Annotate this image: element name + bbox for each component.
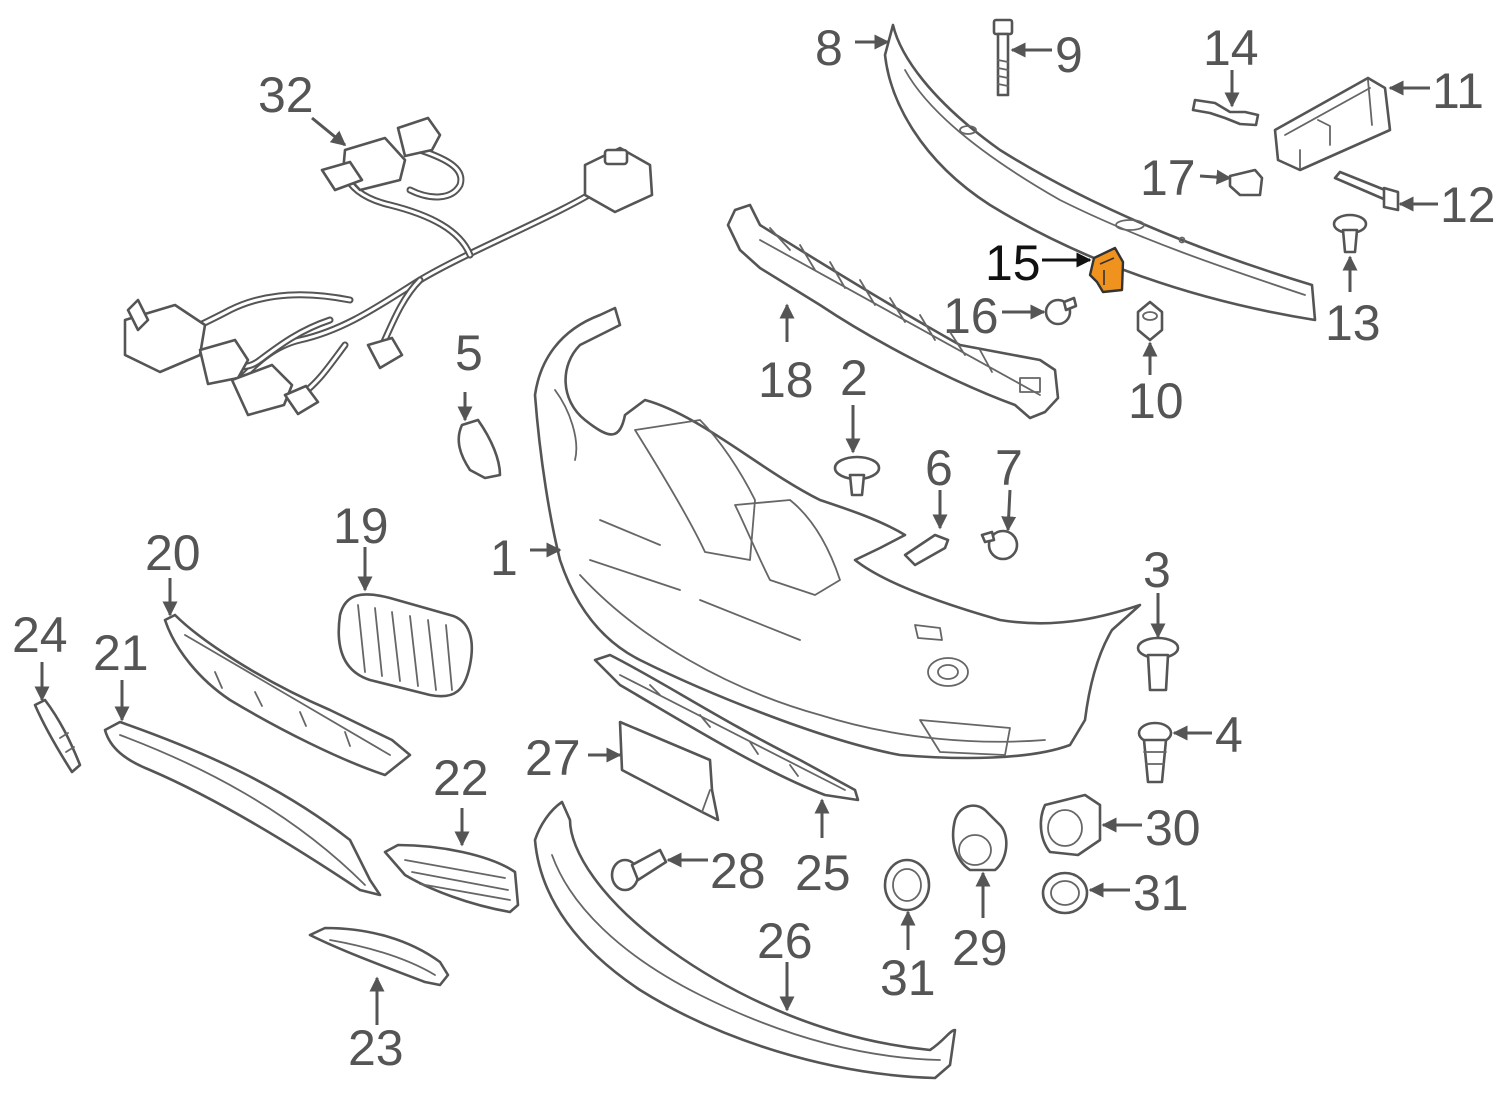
bumper-cover-part	[533, 306, 1142, 760]
callout-23: 23	[348, 1020, 404, 1076]
callout-3: 3	[1143, 542, 1171, 598]
callout-13: 13	[1325, 295, 1381, 351]
callout-11: 11	[1432, 63, 1484, 119]
bumper-carrier-part	[883, 23, 1317, 322]
callout-22: 22	[433, 750, 489, 806]
callout-2: 2	[840, 350, 868, 406]
energy-absorber-part	[726, 203, 1060, 420]
callout-10: 10	[1128, 373, 1184, 429]
callout-21: 21	[93, 625, 149, 681]
nut-part-10	[1136, 300, 1164, 342]
clip-part-6	[903, 533, 950, 567]
lower-lip-part	[533, 800, 957, 1080]
callout-31-right: 31	[1133, 865, 1189, 921]
callout-18: 18	[758, 352, 814, 408]
bolt-part-9	[992, 18, 1014, 97]
sensor-ring-part-31-left	[883, 858, 931, 912]
kidney-grille-part	[337, 593, 474, 698]
callout-25: 25	[795, 845, 851, 901]
callout-8: 8	[815, 20, 843, 76]
callout-30: 30	[1145, 800, 1201, 856]
lower-spoiler-part	[593, 653, 860, 802]
callout-26: 26	[757, 913, 813, 969]
callout-15: 15	[985, 235, 1041, 291]
bolt-part-12	[1333, 170, 1400, 212]
callout-5: 5	[455, 325, 483, 381]
callout-7: 7	[995, 440, 1023, 496]
callout-32: 32	[258, 67, 314, 123]
bracket-plate-part	[1191, 98, 1260, 127]
plate-bracket-part	[618, 720, 720, 822]
callout-17: 17	[1140, 150, 1196, 206]
callout-9: 9	[1055, 27, 1083, 83]
callout-19: 19	[333, 498, 389, 554]
sensor-ring-part-31-right	[1041, 871, 1089, 915]
screw-part-7	[980, 529, 1019, 561]
highlighted-bracket-part	[1088, 246, 1125, 294]
lower-grille-part	[103, 720, 382, 897]
mounting-bracket-part	[1273, 76, 1392, 172]
screw-part-16	[1044, 296, 1078, 326]
clip-part-4	[1137, 721, 1173, 784]
screw-part-28	[610, 848, 668, 892]
callout-14: 14	[1203, 20, 1259, 76]
grille-strip-part	[163, 613, 412, 777]
wiring-harness-part	[123, 116, 654, 417]
callout-31-left: 31	[880, 950, 936, 1006]
rivet-part-2	[833, 455, 881, 497]
push-rivet-part-13	[1332, 213, 1368, 254]
pdc-sensor-part	[951, 804, 1008, 872]
fog-grille-part	[383, 843, 520, 914]
clip-part-17	[1228, 168, 1264, 197]
trim-part-24	[33, 698, 82, 774]
callout-27: 27	[525, 730, 581, 786]
callout-29: 29	[952, 920, 1008, 976]
sensor-holder-part	[1039, 793, 1102, 857]
fog-trim-part	[308, 926, 450, 987]
rivet-part-3	[1136, 636, 1180, 692]
callout-20: 20	[145, 525, 201, 581]
callout-28: 28	[710, 843, 766, 899]
callout-6: 6	[925, 440, 953, 496]
cover-cap-part	[457, 418, 502, 480]
callout-1: 1	[490, 530, 518, 586]
callout-4: 4	[1215, 707, 1243, 763]
callout-24: 24	[12, 607, 68, 663]
callout-12: 12	[1440, 177, 1496, 233]
